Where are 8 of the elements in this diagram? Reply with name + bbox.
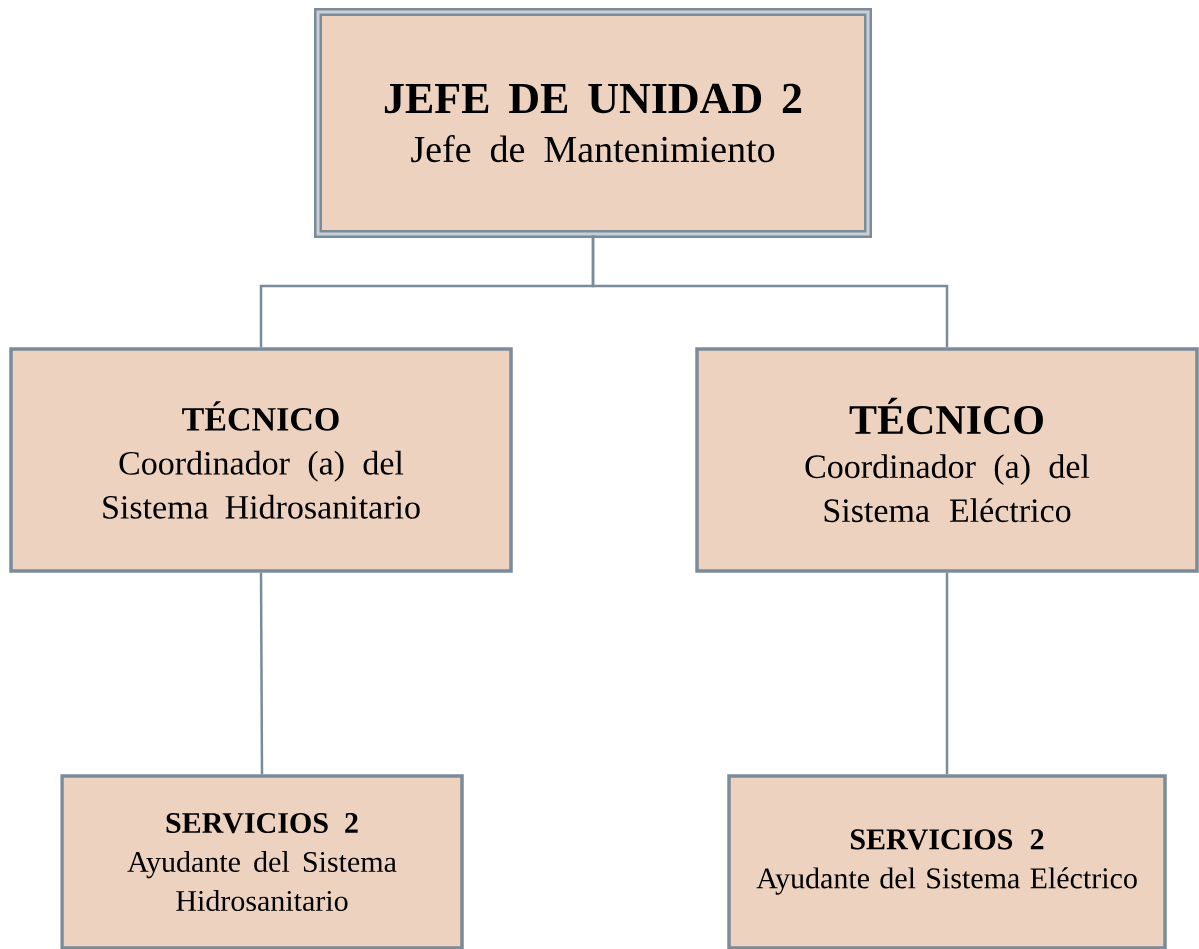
org-box: JEFE DE UNIDAD 2 Jefe de Mantenimiento (314, 8, 872, 238)
org-box: TÉCNICO Coordinador (a) del Sistema Eléctrico (695, 347, 1199, 573)
org-box: SERVICIOS 2 Ayudante del Sistema Eléctrico (727, 774, 1167, 949)
connector-line (945, 572, 949, 775)
org-box: TÉCNICO Coordinador (a) del Sistema Hidrosanitario (9, 347, 513, 573)
org-box: SERVICIOS 2 Ayudante del Sistema Hidrosanitario (60, 774, 464, 949)
connector-line (591, 235, 949, 348)
connector-line (259, 572, 264, 775)
